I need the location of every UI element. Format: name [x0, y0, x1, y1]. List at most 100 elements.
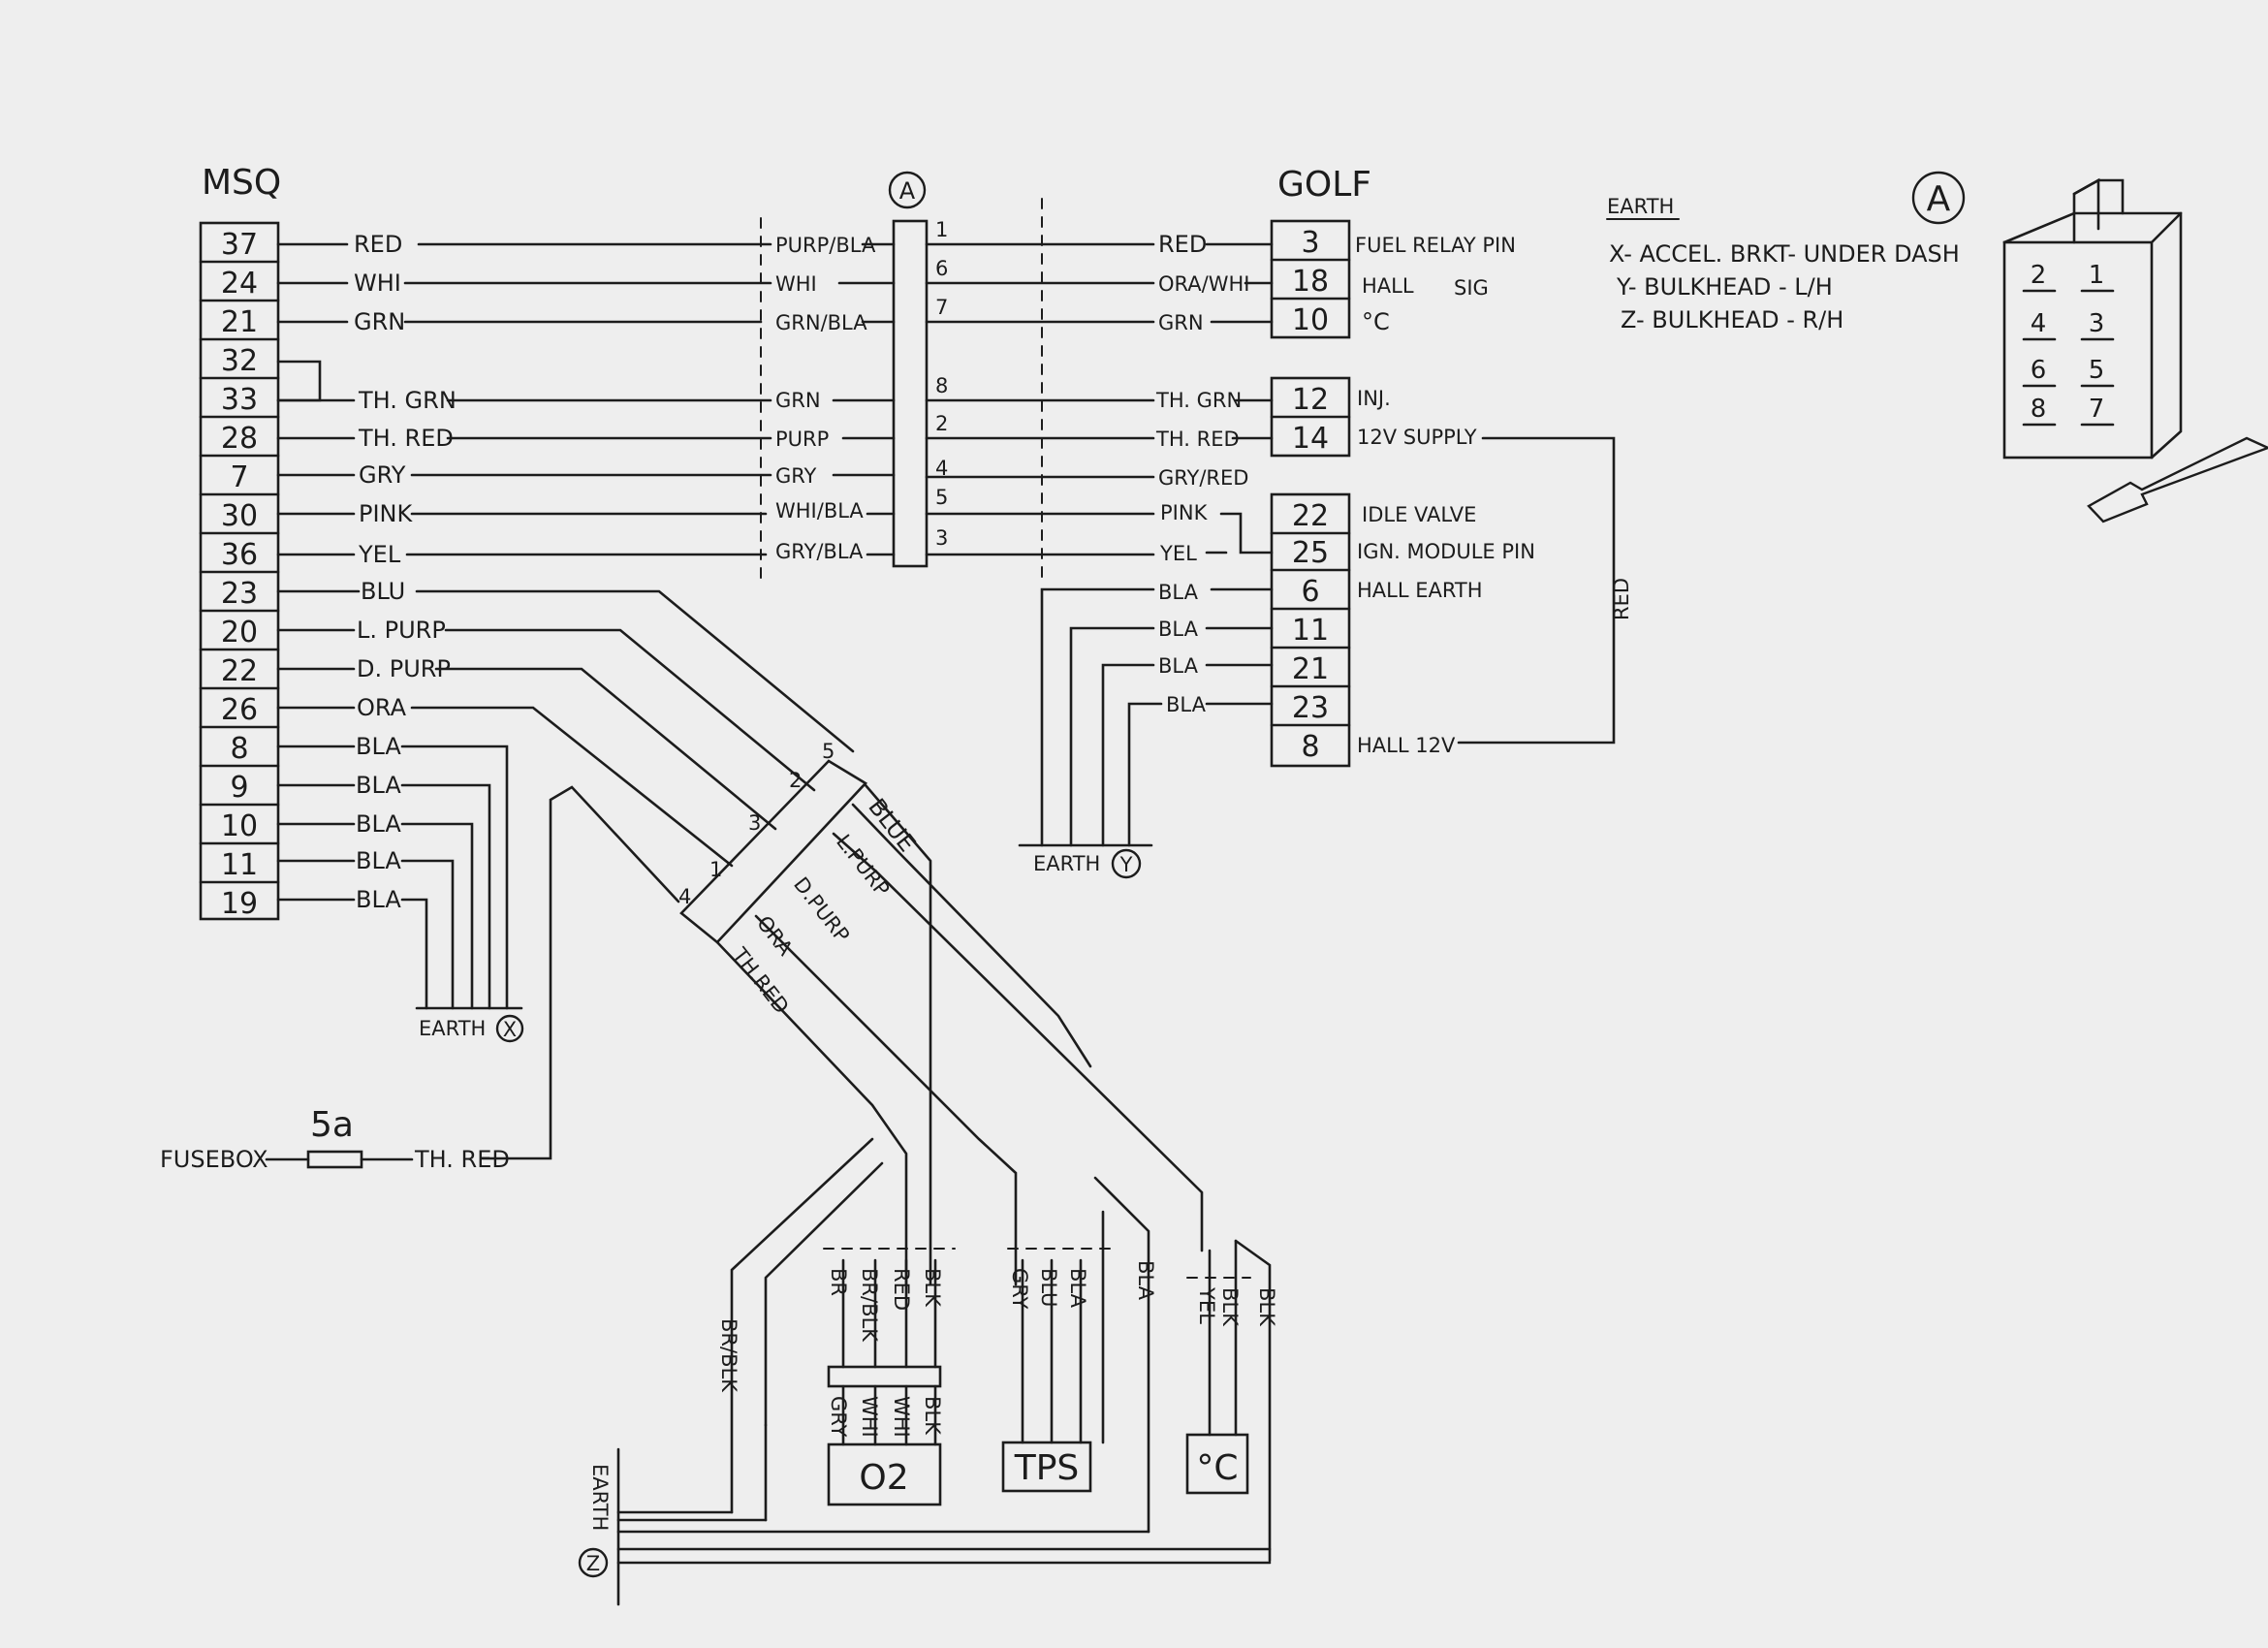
- golf-pin: 11: [1292, 614, 1329, 648]
- golf-pin-desc: FUEL RELAY PIN: [1355, 234, 1516, 257]
- harness-pin: 1: [709, 858, 722, 881]
- red-loop-label: RED: [1610, 578, 1633, 620]
- msq-pin: 30: [221, 499, 258, 533]
- golf-wire-label: BLA: [1158, 618, 1199, 641]
- msq-wire-label: YEL: [358, 541, 401, 568]
- msq-pin: 37: [221, 228, 258, 262]
- tps-sensor-label: TPS: [1014, 1448, 1080, 1488]
- conn-a-wire-label: GRY: [775, 464, 817, 488]
- golf-pin: 8: [1301, 730, 1319, 764]
- msq-wire-label: RED: [354, 231, 402, 258]
- golf-pin-desc: IGN. MODULE PIN: [1357, 540, 1535, 563]
- golf-block-1: [1270, 219, 1351, 339]
- o2-wire-label: WHI: [858, 1396, 881, 1438]
- connector-a-marker: [888, 171, 927, 209]
- pin-32-33-jumper: [276, 360, 322, 402]
- temp-sensor-label: °C: [1196, 1448, 1238, 1488]
- msq-pin: 24: [221, 267, 258, 301]
- conn-a-wire-label: GRN/BLA: [775, 311, 867, 334]
- connector-a-body: [892, 219, 929, 568]
- msq-wire-label: BLU: [361, 578, 405, 605]
- connector-a-pin: 5: [2089, 356, 2105, 385]
- msq-pin: 7: [230, 460, 248, 494]
- golf-earth-wires: [1018, 587, 1274, 847]
- tps-wire-label: GRY: [1008, 1268, 1031, 1310]
- golf-wire-label: GRN: [1158, 311, 1204, 334]
- o2-sensor-box: [827, 1442, 942, 1506]
- fusebox-label: FUSEBOX: [160, 1146, 268, 1173]
- harness-pin: 2: [789, 769, 802, 792]
- golf-pin: 12: [1292, 383, 1329, 417]
- conn-a-wire-label: GRY/BLA: [775, 540, 864, 563]
- connector-a-label: A: [899, 177, 916, 205]
- connector-a-pinout-marker: [1911, 171, 1966, 225]
- connector-a-pinout: [2002, 177, 2183, 460]
- harness-connector: [679, 759, 868, 944]
- msq-wire-label: GRN: [354, 308, 405, 335]
- earth-legend-item: Z- BULKHEAD - R/H: [1621, 306, 1843, 333]
- fuse-icon: [306, 1150, 363, 1169]
- fuse-wire-label: TH. RED: [414, 1146, 510, 1173]
- o2-wire-label: BR: [827, 1268, 850, 1296]
- temp-wire-label: BLK: [1255, 1287, 1278, 1327]
- tps-wires: [1021, 1176, 1150, 1534]
- msq-pin: 21: [221, 305, 258, 339]
- msq-wire-label: BLA: [356, 733, 401, 760]
- o2-harness-wires: [730, 1137, 942, 1514]
- msq-pin: 20: [221, 616, 258, 650]
- golf-wire-label: GRY/RED: [1158, 466, 1248, 490]
- o2-wire-label: BR/BLK: [717, 1318, 740, 1393]
- conn-a-pin: 7: [935, 296, 948, 319]
- msq-title: MSQ: [202, 163, 281, 203]
- msq-wire-label: WHI: [354, 269, 401, 297]
- golf-pin: 18: [1292, 265, 1329, 299]
- o2-wire-label: RED: [890, 1268, 913, 1311]
- golf-pin: 23: [1292, 691, 1329, 725]
- msq-pin: 19: [221, 887, 258, 921]
- golf-wire-label: TH. RED: [1155, 428, 1240, 451]
- msq-wire-label: L. PURP: [357, 617, 446, 644]
- golf-wire-label: TH. GRN: [1155, 389, 1242, 412]
- tps-wire-label: BLU: [1037, 1268, 1060, 1307]
- earth-x-mark: X: [503, 1018, 517, 1041]
- conn-a-pin: 4: [935, 457, 948, 480]
- o2-wire-label: BLK: [921, 1396, 944, 1436]
- o2-wire-label: GRY: [827, 1396, 850, 1438]
- msq-pin: 22: [221, 654, 258, 688]
- golf-wire-label: BLA: [1158, 581, 1199, 604]
- msq-pin: 23: [221, 577, 258, 611]
- connector-a-pinout-label: A: [1927, 179, 1951, 219]
- o2-wire-label: BLK: [921, 1268, 944, 1308]
- msq-wire-label: TH. GRN: [358, 387, 457, 414]
- harness-pin: 4: [678, 885, 691, 908]
- msq-pin: 26: [221, 693, 258, 727]
- earth-y-marker: [1111, 848, 1142, 879]
- harness-out-wires: [715, 783, 1204, 1286]
- connector-pin-bars: [2022, 289, 2115, 427]
- conn-a-stubs: [832, 242, 896, 556]
- golf-pin-desc: SIG: [1454, 276, 1489, 300]
- conn-a-pin: 6: [935, 257, 948, 280]
- msq-wire-label: GRY: [359, 461, 406, 489]
- temp-wire-label: YEL: [1195, 1286, 1218, 1324]
- connector-a-pin: 3: [2089, 309, 2105, 338]
- o2-sensor-label: O2: [859, 1458, 908, 1498]
- conn-a-wire-label: PURP/BLA: [775, 234, 876, 257]
- fuse-rating: 5a: [310, 1105, 354, 1145]
- golf-block-3: [1270, 492, 1351, 768]
- earth-z-wires: [616, 1423, 1272, 1606]
- connector-a-pin: 2: [2031, 261, 2047, 290]
- conn-a-wire-label: WHI/BLA: [775, 499, 864, 523]
- msq-wire-label: ORA: [357, 694, 407, 721]
- msq-pin: 33: [221, 383, 258, 417]
- golf-pin-desc: HALL: [1362, 274, 1414, 298]
- earth-y-mark: Y: [1119, 853, 1133, 876]
- conn-a-wire-label: PURP: [775, 428, 829, 451]
- earth-legend-item: X- ACCEL. BRKT- UNDER DASH: [1609, 240, 1960, 268]
- golf-pin: 14: [1292, 422, 1329, 456]
- connector-a-pin: 1: [2089, 261, 2105, 290]
- conn-a-wire-label: WHI: [775, 272, 817, 296]
- golf-wire-label: YEL: [1159, 542, 1197, 565]
- conn-a-pin: 1: [935, 218, 948, 241]
- msq-to-harness-wires: [276, 589, 855, 868]
